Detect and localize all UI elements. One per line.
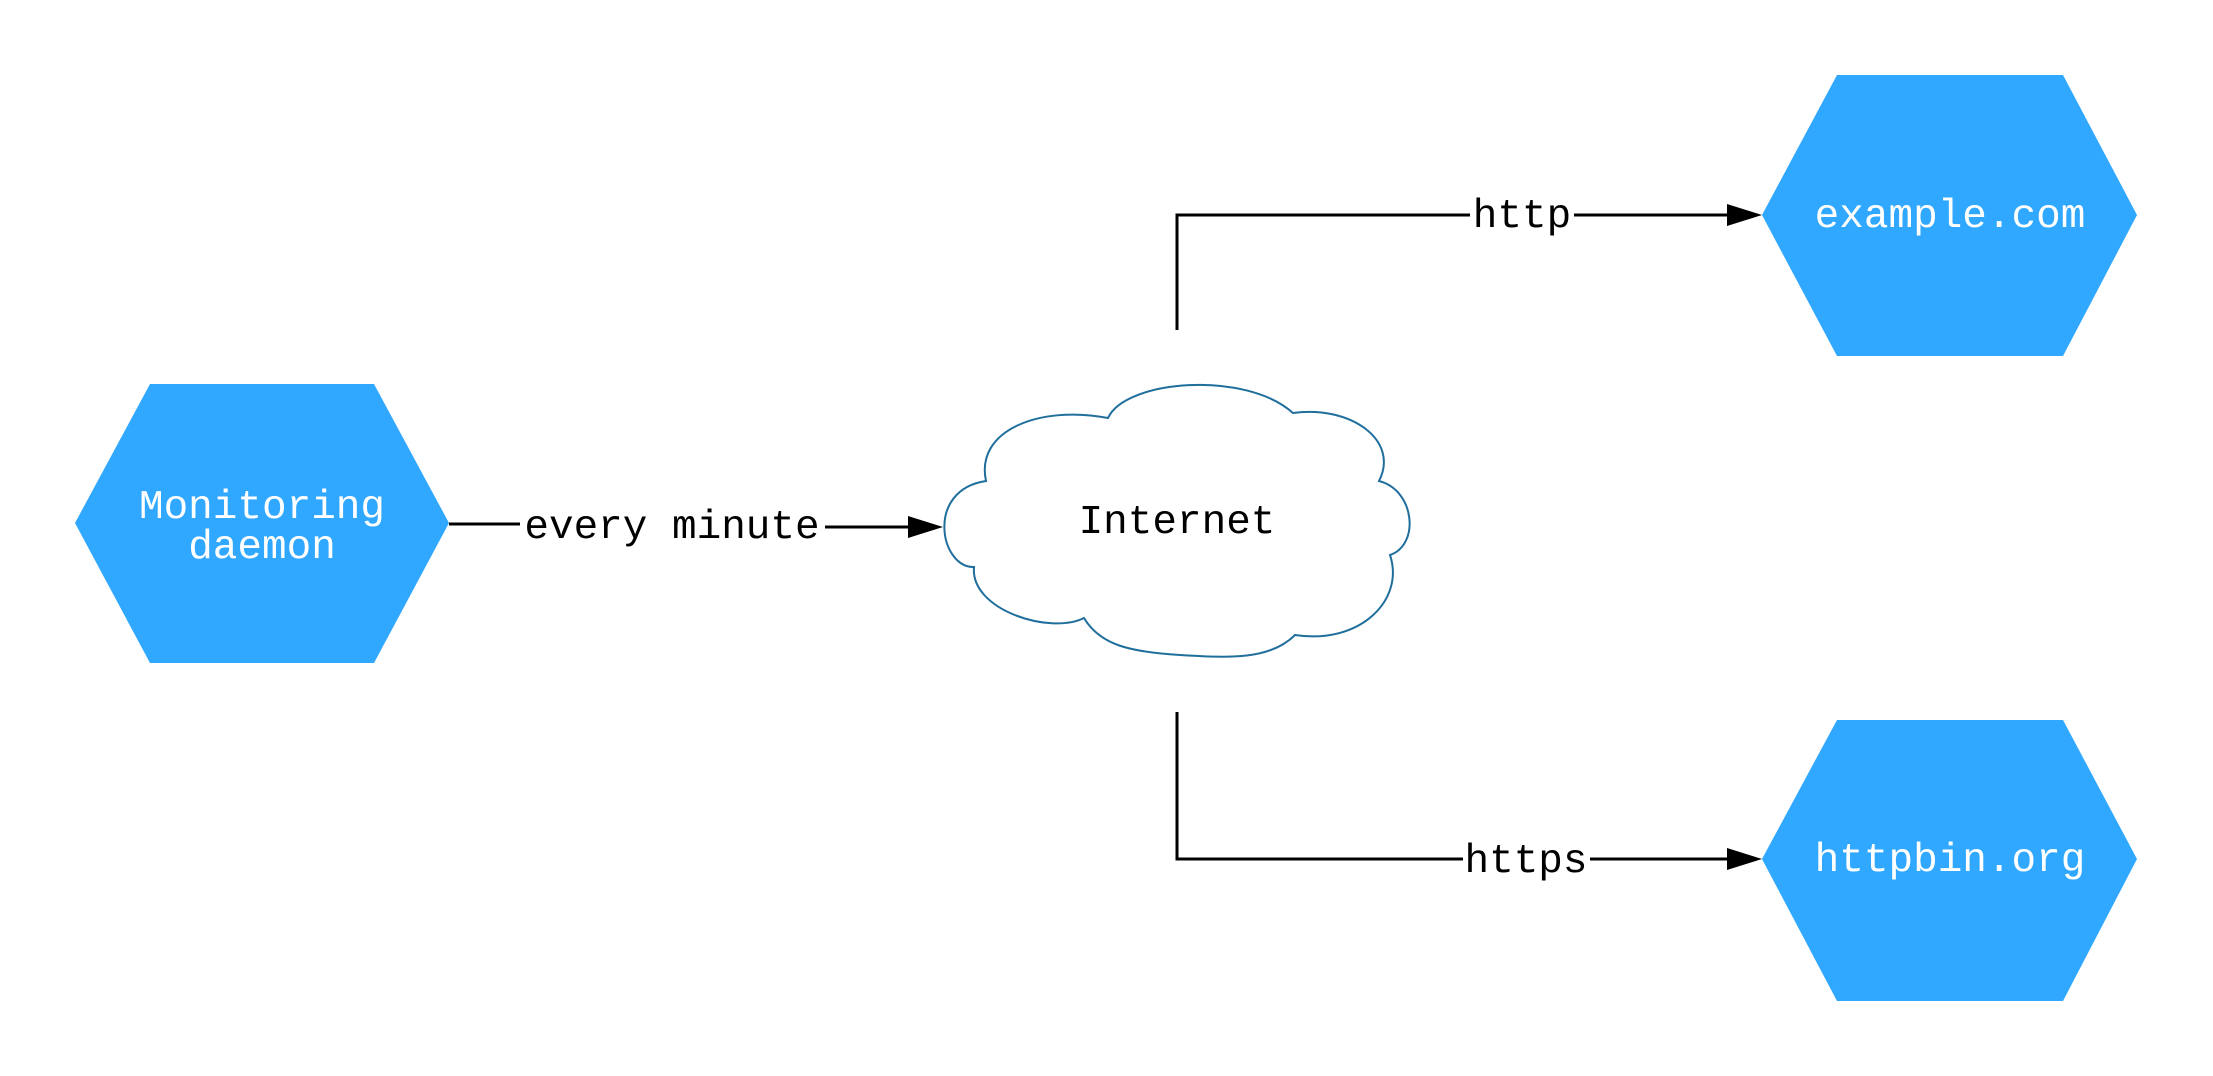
- hexagon-shape: [1762, 720, 2137, 1001]
- node-label-line1: Monitoring: [139, 485, 385, 531]
- node-label: example.com: [1815, 194, 2086, 240]
- node-example-com[interactable]: example.com: [1762, 75, 2137, 356]
- arrowhead-icon: [1727, 848, 1762, 870]
- hexagon-shape: [75, 384, 449, 663]
- edge-label: every minute: [524, 505, 819, 551]
- edge-label: http: [1473, 194, 1571, 240]
- hexagon-shape: [1762, 75, 2137, 356]
- edge-label: https: [1464, 839, 1587, 885]
- edge-line: [1175, 712, 1463, 861]
- node-label: Internet: [1079, 500, 1276, 546]
- arrowhead-icon: [1727, 204, 1762, 226]
- edge-line: [1175, 213, 1470, 330]
- cloud-icon: [943, 383, 1411, 658]
- node-label: httpbin.org: [1815, 838, 2086, 884]
- edge-http: http: [1175, 194, 1762, 330]
- node-label-line2: daemon: [188, 525, 336, 571]
- node-httpbin-org[interactable]: httpbin.org: [1762, 720, 2137, 1001]
- arrowhead-icon: [908, 516, 943, 538]
- node-monitoring-daemon[interactable]: Monitoring daemon: [75, 384, 449, 663]
- edge-https: https: [1175, 712, 1762, 885]
- edge-every-minute: every minute: [449, 505, 943, 551]
- node-internet[interactable]: Internet: [943, 383, 1411, 658]
